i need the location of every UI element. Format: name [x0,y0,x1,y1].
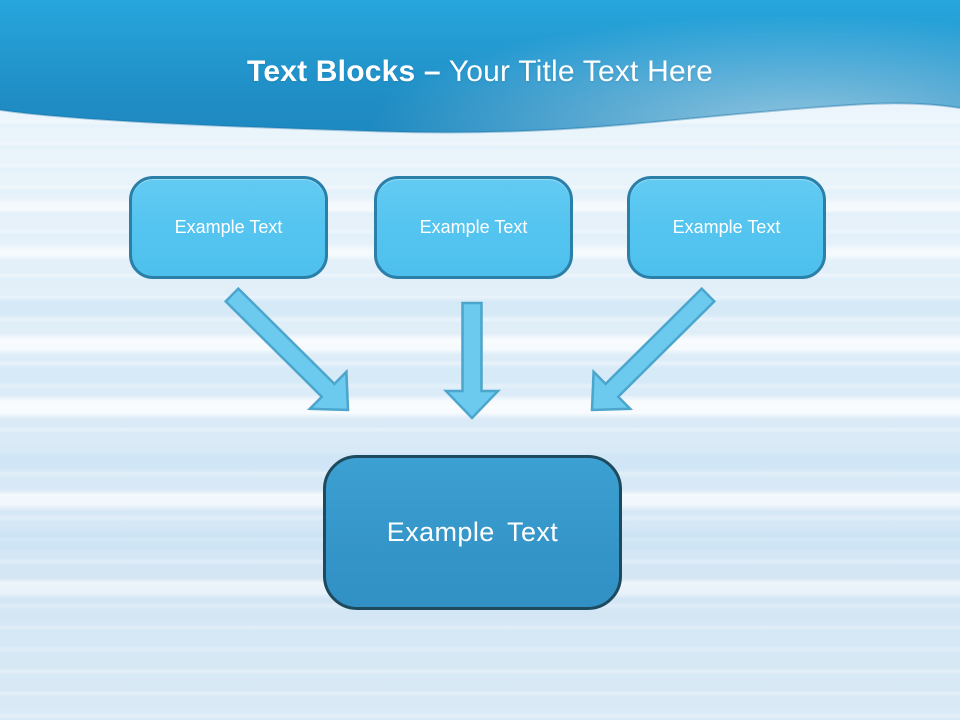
text-block-3-label: Example Text [672,217,781,237]
title-regular-segment: Your Title Text Here [448,55,713,88]
slide-title: Text Blocks – Your Title Text Here [0,52,960,92]
text-block-1-label: Example Text [174,217,283,237]
wave-edge-line [0,102,960,134]
text-block-1: Example Text [129,176,328,279]
center-text-block-label: Example Text [386,517,559,547]
header-wave-background [0,0,960,134]
title-bold-segment: Text Blocks – [247,55,441,88]
text-block-2: Example Text [374,176,573,279]
text-block-2-label: Example Text [419,217,528,237]
text-block-3: Example Text [627,176,826,279]
center-text-block: Example Text [323,455,622,610]
